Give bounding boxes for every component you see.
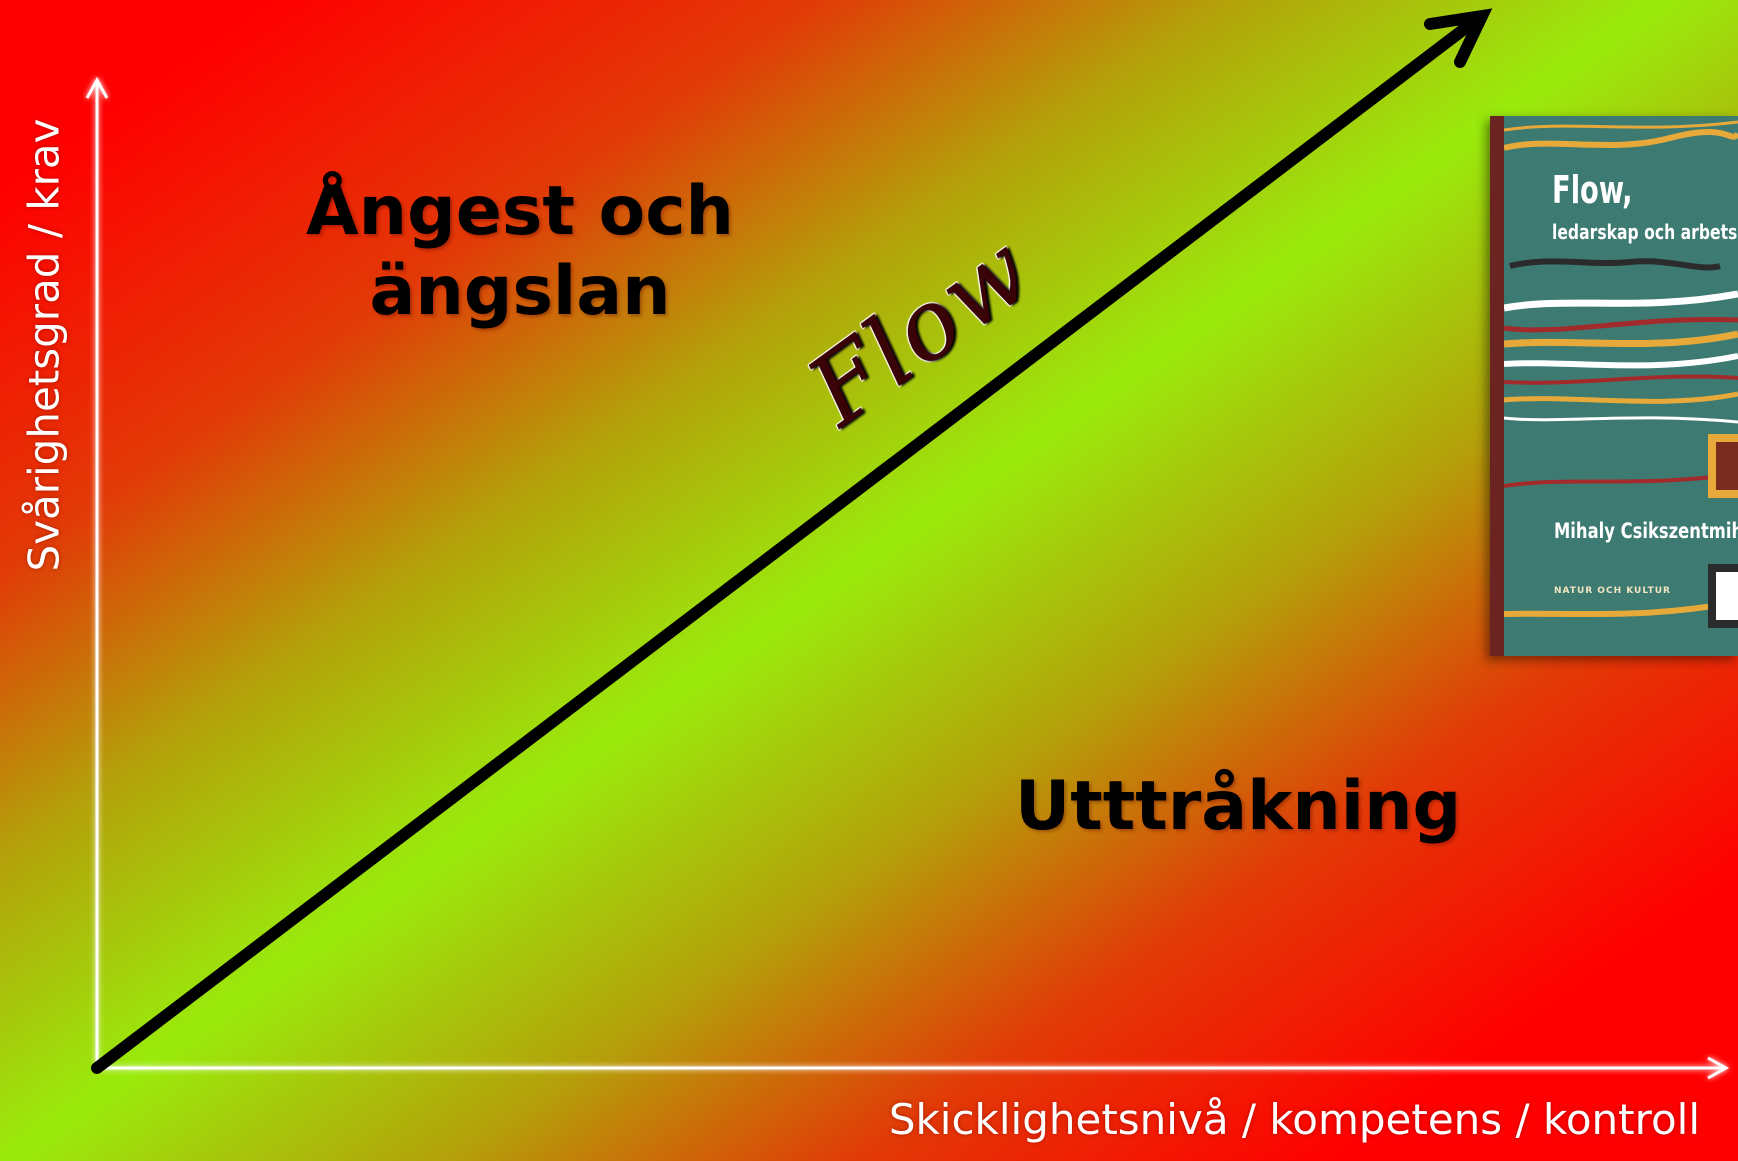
y-axis-title: Svårighetsgrad / krav [19,118,69,572]
book-publisher: NATUR OCH KULTUR [1554,586,1671,596]
anxiety-region-label: Ångest och ängslan [300,172,740,332]
book-cover-stripes [1503,120,1738,628]
anxiety-label-line2: ängslan [369,252,671,332]
book-subtitle: ledarskap och arbetsgl [1552,220,1738,244]
anxiety-label-line1: Ångest och [306,172,734,251]
x-axis-title: Skicklighetsnivå / kompetens / kontroll [888,1095,1700,1144]
boredom-region-label: Utttråkning [1015,767,1462,846]
y-axis [85,76,109,1068]
x-axis [97,1056,1730,1080]
book-title: Flow, [1552,168,1633,212]
book-cover-image: Flow, ledarskap och arbetsgl Mihaly Csik… [1490,116,1738,656]
flow-arrow [91,8,1493,1074]
book-author: Mihaly Csikszentmiha [1554,519,1738,543]
book-spine-edge [1490,116,1504,656]
